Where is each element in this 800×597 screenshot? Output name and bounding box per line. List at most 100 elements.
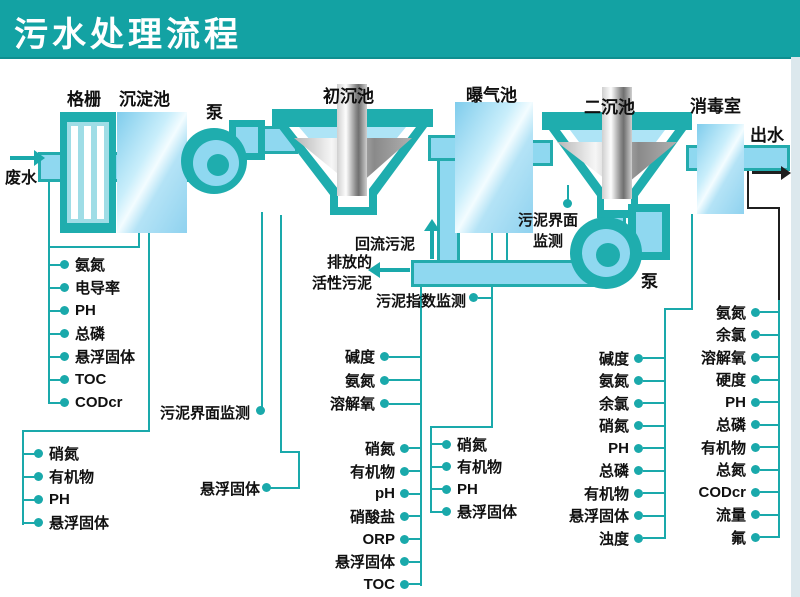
label-pump2: 泵 (641, 272, 658, 291)
monitor-dot (34, 472, 43, 481)
monitor-item: 总氮 (639, 459, 779, 482)
monitor-dot (751, 487, 760, 497)
monitor-item-label: 溶解氧 (329, 396, 375, 414)
monitor-item: 硝氮 (431, 433, 543, 456)
monitor-branch-line (409, 447, 421, 450)
monitor-item: 悬浮固体 (431, 501, 543, 524)
monitor-branch-line (23, 452, 35, 455)
monitor-dot (60, 329, 69, 338)
monitor-dot (34, 449, 43, 458)
monitor-dot (442, 507, 451, 517)
monitor-item: 有机物 (431, 456, 543, 479)
connector-line (298, 451, 300, 489)
connector-line (506, 232, 508, 262)
connector-line (148, 233, 150, 432)
monitor-dot (751, 510, 760, 520)
monitor-dot (442, 462, 451, 472)
monitor-dot (400, 534, 409, 544)
monitor-dot (469, 293, 478, 302)
monitor-branch-line (431, 510, 443, 513)
connector-line (664, 309, 666, 539)
bar-screen-inner (67, 122, 109, 223)
monitor-branch-line (643, 537, 665, 540)
monitor-item: pH (280, 482, 421, 505)
monitor-branch-line (431, 465, 443, 468)
monitor-item-label: 流量 (715, 507, 746, 525)
right-edge-strip (791, 57, 800, 597)
monitor-item-label: 总磷 (715, 417, 746, 435)
connector-line (270, 487, 299, 489)
monitor-item-label: TOC (75, 371, 107, 388)
monitor-item-label: 有机物 (457, 459, 503, 477)
monitor-item: 总磷 (49, 322, 189, 345)
monitor-item-label: 悬浮固体 (75, 349, 136, 366)
monitor-dot (256, 406, 265, 415)
monitor-item-label: 余氯 (715, 327, 746, 345)
monitor-dot (634, 421, 643, 431)
monitor-dot (60, 283, 69, 292)
monitor-item-label: 有机物 (349, 463, 395, 481)
inlet-arrow (10, 156, 34, 160)
monitor-dot (400, 443, 409, 453)
monitor-dot (634, 466, 643, 476)
monitor-item-label: PH (725, 393, 746, 411)
connector-line (420, 281, 422, 586)
monitor-item: 溶解氧 (280, 392, 421, 416)
monitor-item-label: PH (608, 439, 629, 457)
waste-sludge-arrowhead-icon (368, 262, 380, 278)
monitor-dot (751, 465, 760, 475)
label-outlet: 出水 (750, 126, 784, 145)
monitor-item: 余氯 (525, 392, 665, 415)
monitor-dot (34, 518, 43, 527)
connector-line-black (747, 169, 749, 209)
monitor-branch-line (643, 424, 665, 427)
monitor-item: 硝酸盐 (280, 505, 421, 528)
monitor-dot (262, 483, 271, 492)
monitor-dot (634, 398, 643, 408)
monitor-branch-line (409, 492, 421, 495)
monitor-item: CODcr (49, 391, 189, 414)
monitor-item-label: PH (457, 480, 478, 498)
monitor-branch-line (643, 447, 665, 450)
monitor-item: 碱度 (525, 347, 665, 370)
monitor-item-label: 悬浮固体 (457, 504, 518, 522)
connector-line (48, 246, 140, 248)
monitor-branch-line (760, 513, 779, 516)
label-return-sludge: 回流污泥 (355, 236, 416, 253)
monitor-branch-line (409, 538, 421, 541)
monitor-item: 硝氮 (280, 437, 421, 460)
monitor-dot (751, 397, 760, 407)
monitor-dot (634, 511, 643, 521)
monitor-item-label: PH (49, 491, 70, 508)
monitor-item-label: 硝氮 (457, 436, 488, 454)
monitor-dot (751, 307, 760, 317)
monitor-branch-line (49, 286, 61, 289)
monitor-dot (34, 495, 43, 504)
monitor-item: 悬浮固体 (525, 505, 665, 528)
label-inlet: 废水 (5, 170, 38, 187)
monitor-item-label: 硝氮 (598, 418, 629, 436)
monitor-item: 氟 (639, 526, 779, 549)
disinfection-room (697, 124, 744, 214)
label-aeration: 曝气池 (466, 86, 517, 105)
label-sludge-interface-secondary-line2: 监测 (532, 233, 563, 250)
connector-line (491, 232, 493, 428)
outflow-arrowhead-icon (781, 166, 791, 180)
monitor-item: 硝氮 (23, 442, 173, 465)
monitor-branch-line (49, 378, 61, 381)
monitor-branch-line (431, 488, 443, 491)
monitor-item-label: 悬浮固体 (334, 554, 395, 572)
monitor-item: PH (431, 478, 543, 501)
monitor-item: 流量 (639, 504, 779, 527)
monitor-item: PH (23, 488, 173, 511)
monitor-item-label: 溶解氧 (700, 349, 746, 367)
monitor-branch-line (643, 402, 665, 405)
monitor-item-label: 有机物 (700, 439, 746, 457)
monitor-item: 有机物 (280, 460, 421, 483)
connector-line (778, 298, 780, 538)
connector-line (22, 430, 24, 525)
